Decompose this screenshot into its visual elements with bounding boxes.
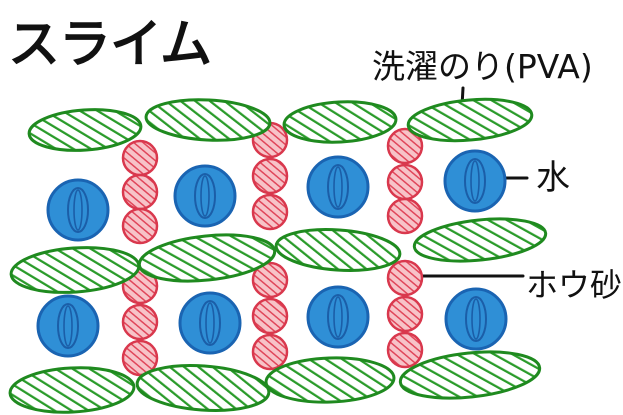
pva-chain bbox=[274, 228, 402, 272]
label-pva: 洗濯のり(PVA) bbox=[372, 47, 593, 86]
borax-particle bbox=[386, 163, 424, 201]
water-molecule bbox=[306, 155, 370, 219]
borax-particle bbox=[251, 193, 289, 231]
water-molecule bbox=[173, 164, 237, 228]
borax-particle bbox=[121, 207, 159, 245]
water-molecule bbox=[443, 149, 507, 213]
pva-chain bbox=[398, 350, 542, 400]
water-molecule bbox=[46, 178, 110, 242]
pva-chain bbox=[282, 100, 398, 144]
borax-particle bbox=[121, 303, 159, 341]
water-molecule bbox=[36, 294, 100, 358]
pva-chains bbox=[8, 97, 548, 414]
borax-particle bbox=[251, 333, 289, 371]
pva-chain bbox=[27, 108, 143, 152]
borax-particle bbox=[121, 139, 159, 177]
pva-chain bbox=[144, 98, 272, 142]
pva-chain bbox=[264, 356, 396, 404]
pva-chain bbox=[9, 246, 141, 294]
pva-chain bbox=[135, 364, 271, 412]
pva-chain bbox=[406, 97, 534, 143]
label-water: 水 bbox=[536, 158, 570, 198]
water-molecule bbox=[178, 291, 242, 355]
borax-particle bbox=[251, 157, 289, 195]
label-borax: ホウ砂 bbox=[526, 266, 623, 304]
borax-particle bbox=[251, 297, 289, 335]
water-molecule bbox=[306, 285, 370, 349]
borax-particle bbox=[121, 339, 159, 377]
water-molecule bbox=[444, 287, 508, 351]
pva-chain bbox=[8, 366, 136, 414]
borax-particle bbox=[386, 331, 424, 369]
borax-particle bbox=[251, 261, 289, 299]
borax-particle bbox=[386, 197, 424, 235]
borax-particle bbox=[386, 127, 424, 165]
water-molecules bbox=[36, 149, 508, 358]
diagram-title: スライム bbox=[8, 15, 212, 75]
pva-chain bbox=[137, 233, 277, 283]
pva-chain bbox=[412, 217, 548, 263]
borax-particle bbox=[386, 259, 424, 297]
borax-particle bbox=[121, 173, 159, 211]
borax-particle bbox=[386, 295, 424, 333]
